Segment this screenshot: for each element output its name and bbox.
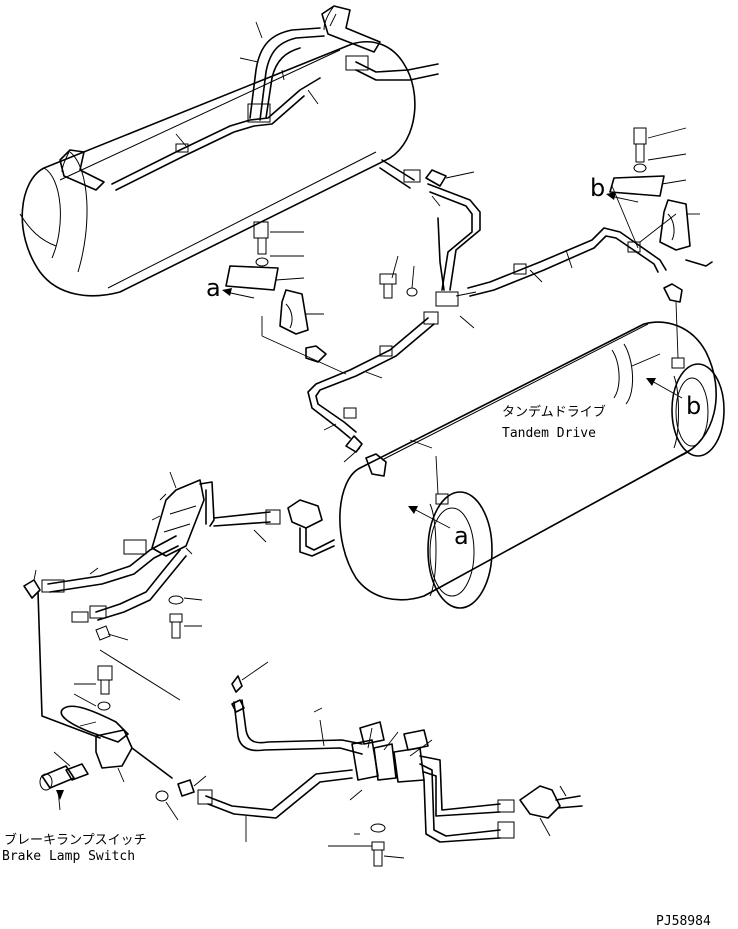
callout-a-upper: a bbox=[206, 274, 221, 302]
arrow-b-upper: b bbox=[590, 174, 639, 203]
upper-tank-bracket-right bbox=[321, 5, 381, 53]
upper-tank-leaders bbox=[175, 13, 337, 147]
fittings-lower-left bbox=[23, 569, 203, 641]
pipe-to-tandem-b bbox=[467, 213, 677, 297]
brake-lamp-switch-label-en: Brake Lamp Switch bbox=[2, 849, 135, 864]
callout-b-lower: b bbox=[686, 392, 701, 420]
brake-lamp-switch-label: ブレーキランプスイッチ Brake Lamp Switch bbox=[2, 832, 147, 864]
hose-assembly-center bbox=[379, 159, 481, 329]
arrow-a-upper: a bbox=[206, 274, 255, 302]
upper-tank bbox=[19, 41, 416, 297]
brake-lamp-switch-assembly bbox=[37, 591, 207, 821]
bolt-washer-center bbox=[379, 255, 418, 299]
lower-pipes bbox=[197, 661, 363, 819]
clamp-hardware-a bbox=[225, 221, 327, 363]
hoses-lower-left bbox=[41, 535, 187, 621]
tandem-drive-label-jp: タンデムドライブ bbox=[502, 404, 606, 420]
callout-a-lower: a bbox=[454, 522, 469, 550]
tandem-drive-label-en: Tandem Drive bbox=[502, 426, 596, 441]
upper-tank-bracket-left bbox=[59, 149, 105, 191]
clamp-hardware-b bbox=[609, 127, 713, 267]
valve-cluster-left bbox=[123, 471, 335, 557]
tandem-drive-label: タンデムドライブ Tandem Drive bbox=[502, 404, 606, 441]
tandem-drive-housing bbox=[339, 283, 725, 609]
callout-b-upper: b bbox=[590, 174, 605, 202]
arrow-a-lower: a bbox=[408, 506, 469, 550]
upper-tank-piping bbox=[111, 27, 439, 191]
brake-lamp-switch-label-jp: ブレーキランプスイッチ bbox=[4, 832, 147, 848]
pipe-to-tandem-a bbox=[261, 311, 439, 463]
arrow-b-lower: b bbox=[646, 378, 701, 420]
drawing-number: PJ58984 bbox=[656, 914, 711, 929]
lower-valve-bank bbox=[245, 707, 583, 867]
